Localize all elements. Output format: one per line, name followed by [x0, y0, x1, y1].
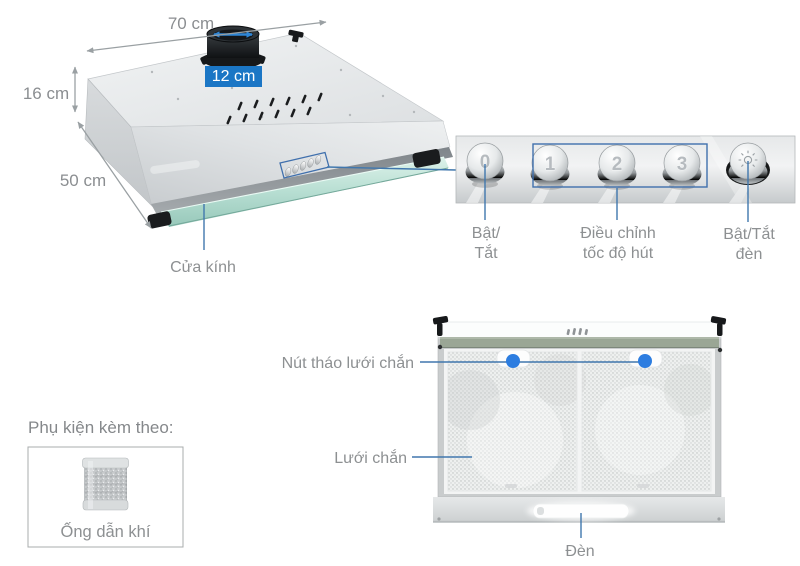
width-dimension-label: 70 cm [168, 14, 214, 33]
bottom-screw-right [717, 517, 721, 521]
accessory-item-label: Ống dẫn khí [61, 521, 151, 541]
hood-top-face [87, 32, 445, 128]
filter-label: Lưới chắn [334, 448, 407, 467]
knob-speed-3-number: 3 [677, 154, 688, 175]
speed-caption-line2: tốc độ hút [583, 245, 654, 262]
knob-speed-2: 2 [597, 144, 637, 190]
power-caption-line1: Bật/ [472, 225, 501, 242]
knob-speed-1: 1 [530, 144, 570, 190]
vent-slots [226, 92, 323, 125]
glass-door-label: Cửa kính [170, 259, 236, 276]
knob-speed-1-number: 1 [545, 154, 556, 175]
glass-endcap-left [147, 211, 172, 229]
light-caption-line2: đèn [736, 246, 763, 263]
speed-caption-line1: Điều chỉnh [580, 225, 656, 242]
lamp-label: Đèn [565, 543, 594, 560]
accessory-section: Phụ kiện kèm theo: Ống dẫn khí [27, 418, 184, 548]
filter-release-dot-right [638, 354, 652, 368]
glass-endcap-right [412, 149, 441, 168]
glass-door-panel [161, 157, 449, 227]
filter-mesh-right [581, 351, 712, 492]
depth-dimension-arrow [77, 121, 152, 229]
mounting-hook-left-icon [432, 315, 449, 350]
glass-bottom-edge [168, 167, 449, 227]
hood-bottom-rail [151, 147, 453, 215]
glass-edge-strip [440, 337, 719, 348]
duct-size-badge: 12 cm [205, 66, 262, 87]
knob-speed-3: 3 [662, 144, 702, 190]
filter-handle-right [637, 484, 649, 488]
light-caption-line1: Bật/Tắt [723, 224, 775, 243]
air-duct-image [82, 457, 129, 511]
filter-release-dot-left [506, 354, 520, 368]
glass-highlight-edge [160, 156, 445, 213]
height-dimension-label: 16 cm [23, 84, 69, 103]
filter-handle-left [505, 484, 517, 488]
accessory-title: Phụ kiện kèm theo: [28, 418, 174, 437]
depth-dimension-label: 50 cm [60, 171, 106, 190]
mounting-hook-right-icon [710, 316, 727, 353]
knob-speed-2-number: 2 [612, 154, 623, 175]
bottom-screw-left [437, 517, 441, 521]
top-bar-vent-ticks [566, 328, 589, 336]
filter-mesh-left [447, 351, 578, 492]
controls-callout-line [326, 166, 457, 171]
knob-power-number: 0 [480, 152, 491, 173]
mesh-reflections [448, 354, 711, 488]
brand-logo-embossed [150, 160, 200, 174]
range-hood-illustration: 12 cm [84, 25, 457, 229]
underside-view: Nút tháo lưới chắn Lưới chắn Đèn [282, 315, 727, 560]
knob-power: 0 [465, 142, 505, 188]
filter-release-label: Nút tháo lưới chắn [282, 353, 414, 372]
speed-highlight-box [532, 143, 708, 188]
caption-callout-lines [484, 161, 749, 222]
dimension-arrows [72, 19, 327, 229]
duct-size-value: 12 cm [212, 68, 256, 85]
power-caption-line2: Tắt [474, 243, 498, 262]
control-panel-closeup: 0 1 2 3 [455, 135, 796, 263]
width-dimension-arrow [86, 19, 327, 54]
hood-control-buttons-mini [279, 151, 330, 179]
